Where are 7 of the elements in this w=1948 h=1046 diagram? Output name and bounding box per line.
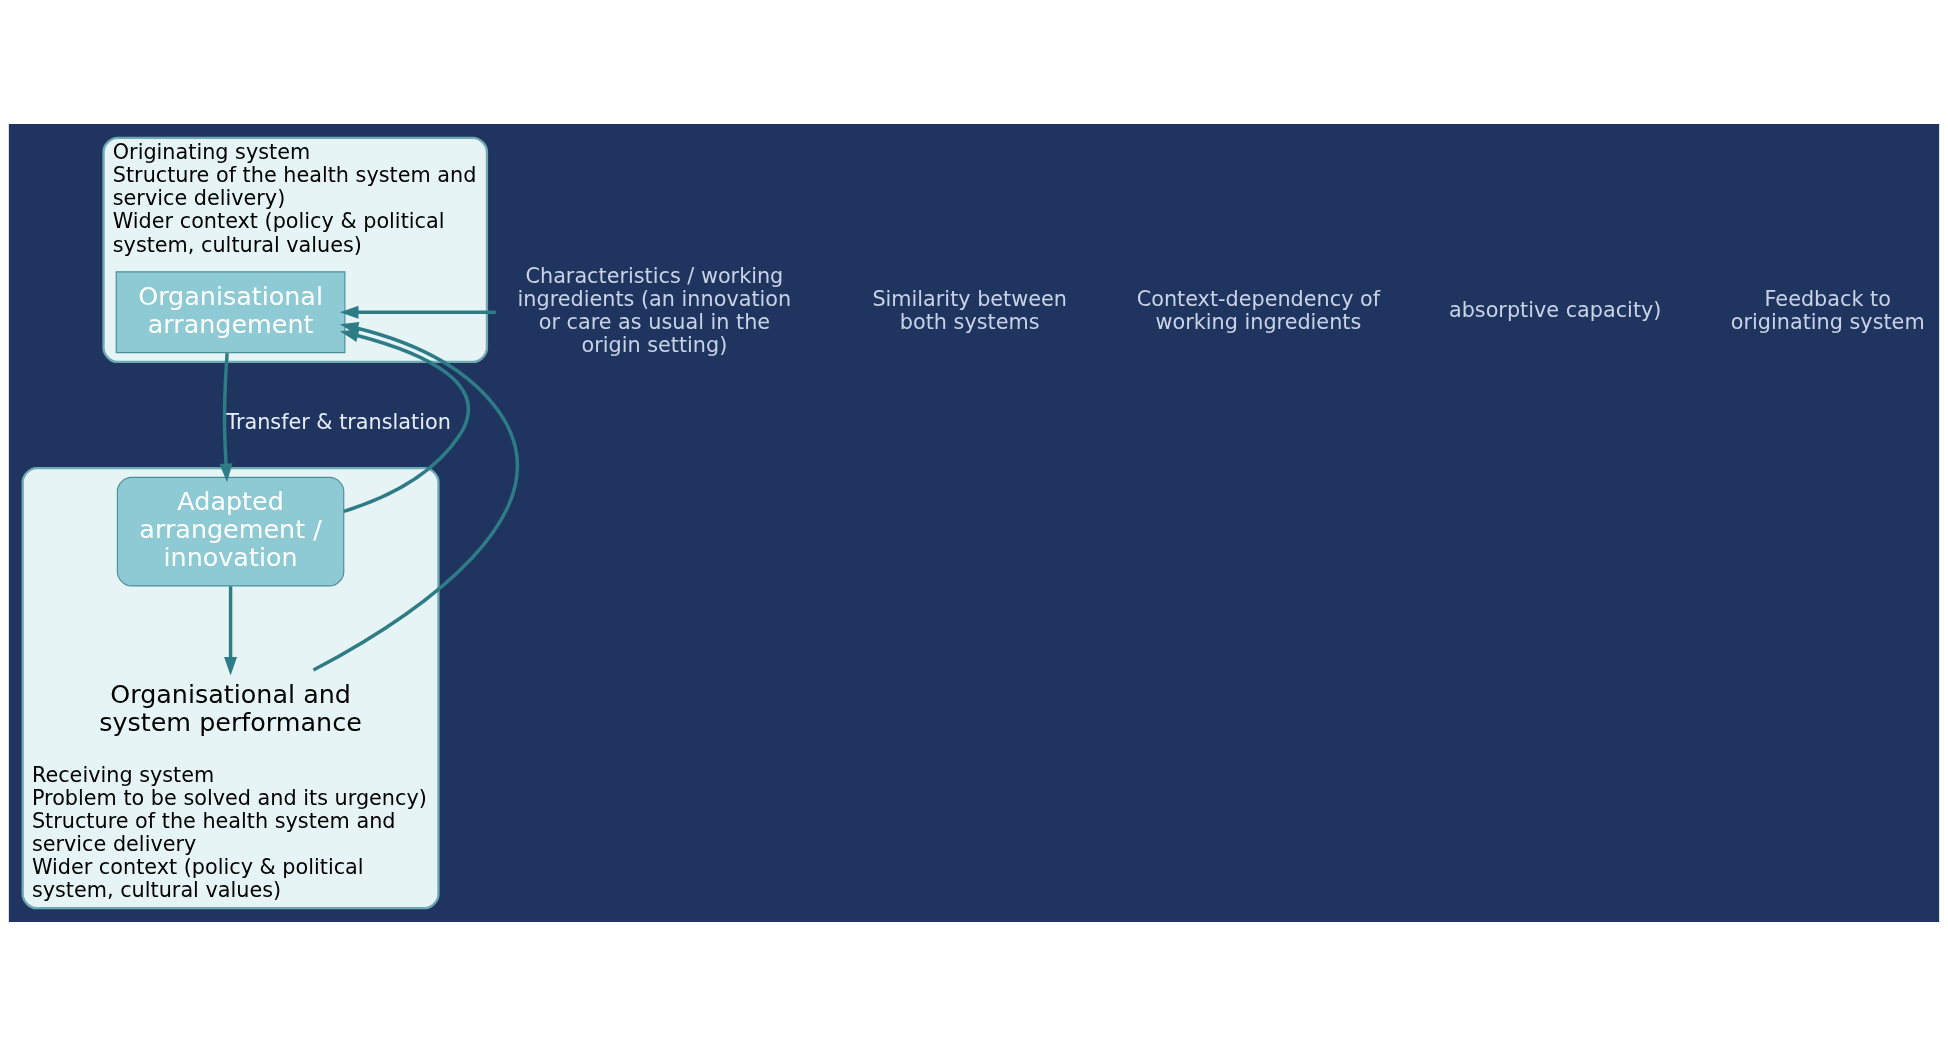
node-text: Characteristics / working ingredients (an innovation or care as usual in the origin setting) [517, 263, 792, 357]
label: Feedback to originating system [1730, 286, 1925, 334]
label: Context-dependency of working ingredients [1136, 286, 1381, 334]
node-text: Organisational and system performance [99, 679, 362, 737]
label: Similarity between both systems [872, 286, 1067, 334]
label: absorptive capacity) [1448, 298, 1662, 323]
edge-label: Transfer & translation [226, 410, 451, 435]
